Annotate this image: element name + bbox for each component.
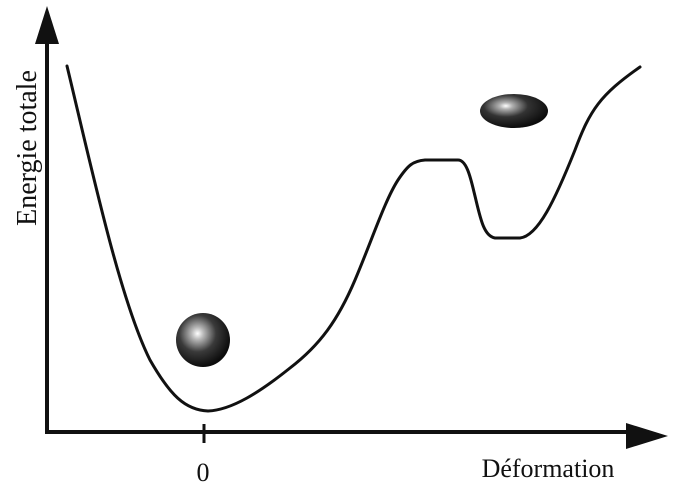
- y-axis-label: Energie totale: [12, 70, 43, 226]
- y-axis-arrowhead: [35, 6, 59, 44]
- energy-curve: [65, 64, 642, 413]
- ground-state-sphere: [176, 313, 230, 367]
- x-axis-label: Déformation: [482, 454, 615, 483]
- x-axis-tick-label-zero: 0: [197, 458, 210, 487]
- x-axis-arrowhead: [626, 423, 668, 449]
- isomer-ellipsoid: [480, 94, 548, 128]
